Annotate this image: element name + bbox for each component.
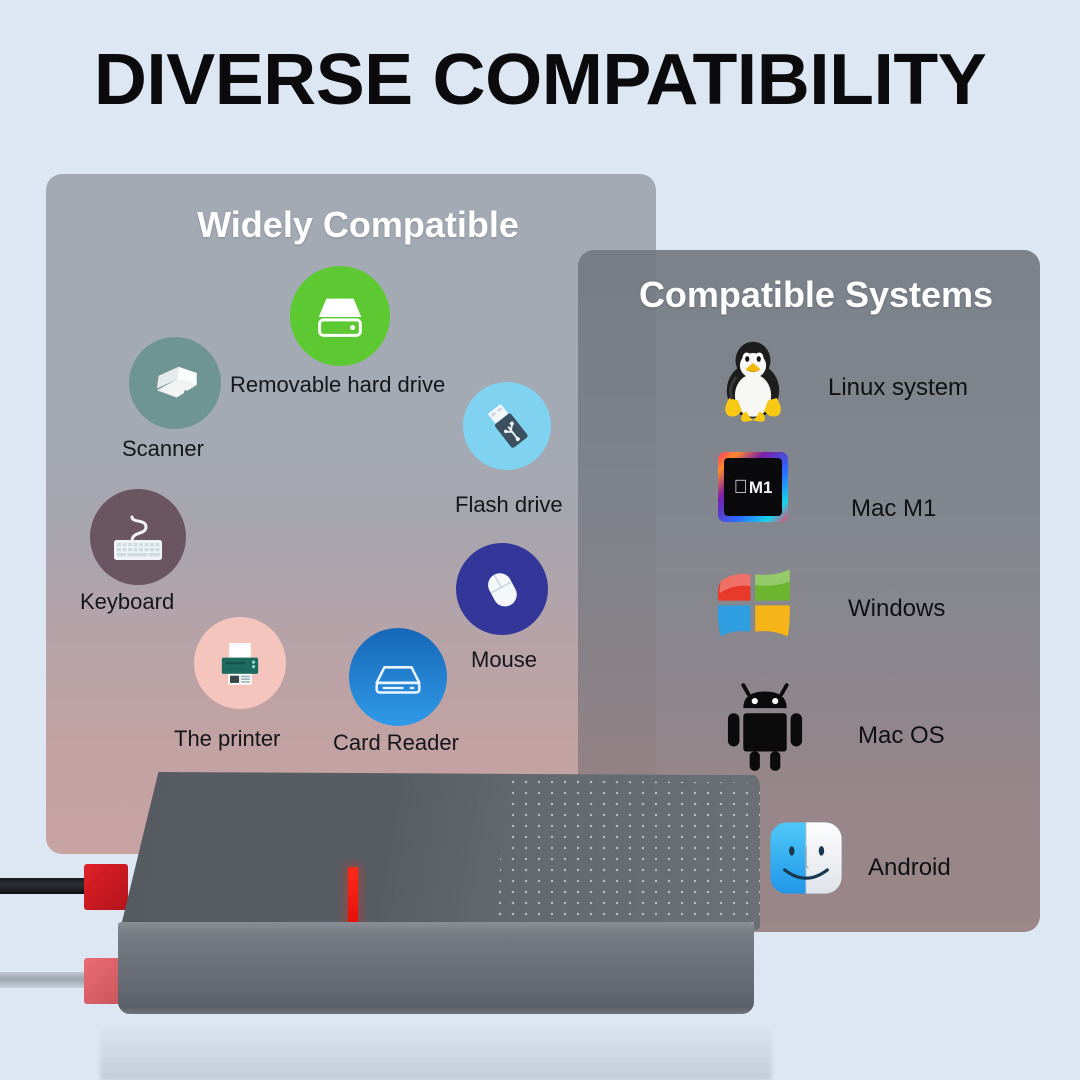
hard-drive-icon bbox=[290, 266, 390, 366]
page-title: DIVERSE COMPATIBILITY bbox=[93, 40, 987, 120]
keyboard-icon bbox=[90, 489, 186, 585]
compatible-systems-panel: Compatible Systems Linux system bbox=[578, 250, 1040, 932]
linux-tux-penguin-icon bbox=[710, 335, 796, 422]
device-label-keyboard: Keyboard bbox=[80, 589, 175, 614]
left-panel-heading: Widely Compatible bbox=[197, 204, 519, 245]
macos-finder-icon bbox=[768, 820, 844, 896]
right-panel-heading: Compatible Systems bbox=[638, 274, 994, 315]
system-label-mac-m1: Mac M1 bbox=[851, 495, 937, 522]
widely-compatible-panel: Widely Compatible Removable hard drive bbox=[46, 174, 656, 854]
hub-vent-holes bbox=[498, 780, 760, 920]
system-label-android: Android bbox=[868, 854, 951, 881]
device-label-removable-hard-drive: Removable hard drive bbox=[230, 372, 446, 397]
android-robot-icon bbox=[724, 680, 806, 772]
windows-logo-icon bbox=[711, 562, 797, 644]
system-label-windows: Windows bbox=[848, 595, 946, 622]
device-label-card-reader: Card Reader bbox=[333, 730, 459, 755]
system-label-mac-os: Mac OS bbox=[858, 722, 945, 749]
usb-flash-drive-icon bbox=[463, 382, 551, 470]
device-label-flash-drive: Flash drive bbox=[455, 492, 563, 517]
hub-top-shell bbox=[120, 772, 760, 930]
device-label-printer: The printer bbox=[174, 726, 281, 751]
printer-icon bbox=[194, 617, 286, 709]
usb-hub-device bbox=[0, 772, 772, 1032]
apple-m1-chip-icon:  M1 bbox=[718, 452, 788, 522]
mouse-icon bbox=[456, 543, 548, 635]
device-label-scanner: Scanner bbox=[122, 436, 204, 461]
scanner-icon bbox=[129, 337, 221, 429]
hub-reflection bbox=[100, 1022, 772, 1080]
card-reader-icon bbox=[349, 628, 447, 726]
hub-front-face bbox=[118, 922, 754, 1014]
hub-power-led bbox=[348, 867, 358, 929]
system-label-linux: Linux system bbox=[828, 374, 969, 401]
cable-plug-red-upper bbox=[84, 864, 128, 910]
device-label-mouse: Mouse bbox=[471, 647, 538, 672]
